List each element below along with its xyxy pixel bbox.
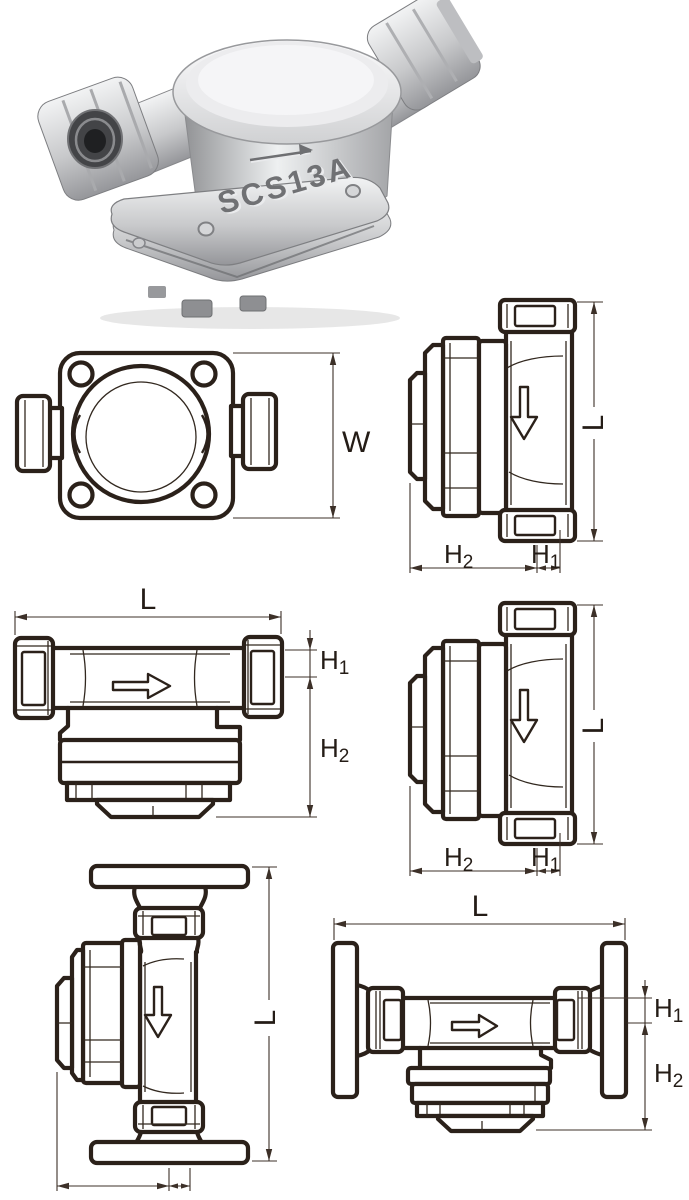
dimension-h1-h2 [216,630,317,818]
dim-label-l: L [249,1010,282,1027]
foot-back [148,286,166,298]
bolt-hole [190,481,218,509]
dim-label-h2: H2 [444,842,473,876]
body-flange-plate [119,937,143,1090]
dim-label-l: L [577,415,610,432]
gasket-line [125,225,375,279]
flange-bolt [132,237,146,249]
view-vertical-flanged: L [54,863,282,1191]
flow-arrow-icon [143,985,173,1039]
photo-shadow [100,307,400,329]
body-flange-box1 [405,1065,553,1087]
flow-arrow-icon [111,672,172,700]
flange-top [110,176,390,266]
dimension-h2-h1 [409,786,561,876]
body-neck [57,705,243,743]
top-flange [88,863,251,890]
flange-bolt [197,221,215,237]
dimension-h2-h1-cropped [56,1072,191,1191]
dimension-h2-h1 [409,483,561,573]
view-horizontal-flanged: L H1 H2 [330,890,683,1134]
body-neck [417,1045,554,1071]
cover-tray [94,797,216,820]
bolt-hole [67,360,95,388]
view-vertical-screwed-lower: L H2 H1 [410,603,610,876]
product-photo: SCS13A SCS13A [37,0,483,329]
trap-body [410,300,575,541]
top-view-bore-circle [85,381,197,493]
dimension-l [14,611,282,635]
view-horizontal-screwed: L H1 H2 [12,583,349,820]
dimension-l [577,604,603,845]
dim-label-h2: H2 [654,1058,683,1092]
inlet-bore-center [84,129,106,153]
dim-label-w: W [342,426,371,459]
top-view-port-lens [73,414,209,454]
cover-tray [435,1113,536,1134]
dimension-l [252,866,277,1162]
body-cap-highlight [198,45,374,115]
dim-label-l: L [140,583,157,616]
inlet-nut [14,393,53,474]
view-top: W [14,350,371,521]
flow-arrow-icon [450,1013,499,1039]
dim-label-h1: H1 [531,539,560,573]
inlet-thread-rings [74,117,116,163]
dim-label-h1: H1 [654,993,683,1027]
dimension-l [333,918,626,940]
dim-label-h2: H2 [444,539,473,573]
cast-flow-arrow-icon [249,144,313,163]
pipe-outline [50,645,247,711]
view-vertical-screwed-upper: L H2 H1 [410,300,610,573]
trap-body [410,603,575,844]
top-view-body-circle [70,363,212,505]
bolt-hole [190,360,218,388]
dimension-l [577,301,603,542]
dimension-h1-h2 [536,980,652,1131]
foot-left [181,299,213,318]
pipe-outline [400,995,560,1051]
dim-label-h1: H1 [320,645,349,679]
left-flange [330,940,360,1100]
outlet-nut [240,391,279,472]
bolt-hole [67,481,95,509]
body-flange-box2 [409,1081,551,1106]
right-flange [599,940,629,1100]
flange-bolt [345,184,361,198]
dim-label-h1: H1 [531,842,560,876]
pipe-outline [137,949,199,1105]
dim-label-h2: H2 [320,733,349,767]
dim-label-l: L [472,890,489,923]
dim-label-l: L [577,718,610,735]
cover-dome [69,947,86,1083]
foot-right [239,295,267,312]
bottom-flange [88,1139,251,1166]
upper-neck [132,884,208,911]
dimension-w [233,352,340,519]
